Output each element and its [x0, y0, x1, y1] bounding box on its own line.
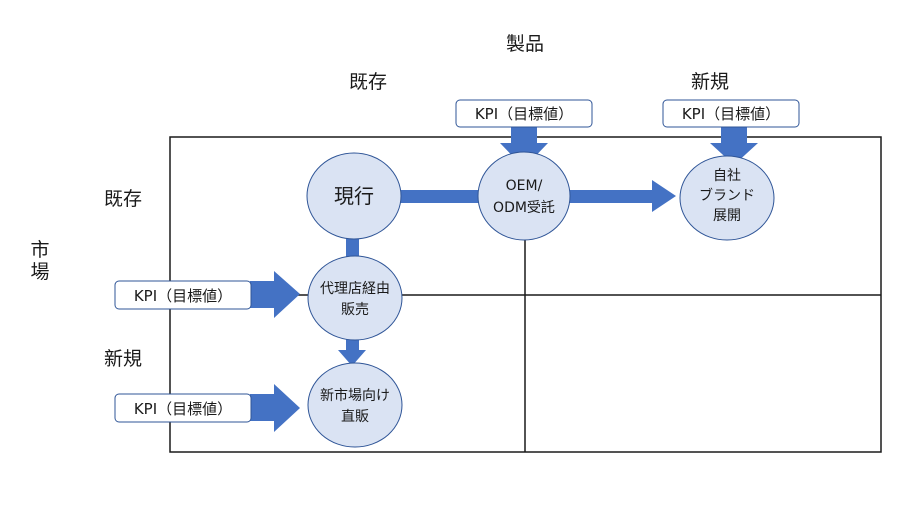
kpi-label-agency: KPI（目標値） — [134, 287, 232, 305]
node-direct[interactable]: 新市場向け 直販 — [307, 362, 403, 448]
kpi-box-direct[interactable]: KPI（目標値） — [114, 393, 252, 423]
node-agency-line1: 代理店経由 — [320, 281, 390, 297]
arrow-kpi-agency — [250, 271, 300, 318]
connector-current-agency — [346, 236, 359, 262]
node-direct-line2: 直販 — [341, 408, 369, 425]
node-brand[interactable]: 自社 ブランド 展開 — [679, 155, 775, 241]
arrow-agency-to-direct — [338, 336, 366, 366]
kpi-label-brand: KPI（目標値） — [682, 105, 780, 123]
node-oem-line2: ODM受託 — [493, 200, 555, 216]
node-brand-line1: 自社 — [713, 168, 741, 184]
axis-product-new: 新規 — [691, 71, 729, 93]
node-current-label: 現行 — [334, 184, 374, 208]
node-current[interactable]: 現行 — [306, 152, 402, 240]
kpi-label-direct: KPI（目標値） — [134, 400, 232, 418]
node-oem[interactable]: OEM/ ODM受託 — [477, 151, 571, 241]
node-agency[interactable]: 代理店経由 販売 — [307, 255, 403, 341]
arrow-oem-to-brand — [562, 180, 676, 212]
axis-market-new: 新規 — [104, 348, 142, 370]
kpi-box-agency[interactable]: KPI（目標値） — [114, 280, 252, 310]
node-oem-line1: OEM/ — [506, 178, 543, 194]
connector-current-oem — [400, 190, 480, 203]
axis-market-existing: 既存 — [104, 188, 142, 210]
node-agency-line2: 販売 — [341, 302, 369, 318]
connectors — [250, 127, 758, 432]
kpi-label-oem: KPI（目標値） — [475, 105, 573, 123]
axis-market-title-1: 市 — [30, 239, 49, 261]
arrow-kpi-direct — [250, 384, 300, 432]
arrow-kpi-brand — [710, 127, 758, 165]
arrow-kpi-oem — [500, 127, 548, 168]
axis-market-title-2: 場 — [30, 261, 49, 283]
axis-product-existing: 既存 — [349, 71, 387, 93]
axis-product-title: 製品 — [506, 33, 544, 55]
kpi-box-brand[interactable]: KPI（目標値） — [662, 99, 800, 128]
kpi-box-oem[interactable]: KPI（目標値） — [455, 99, 593, 128]
node-brand-line2: ブランド — [699, 187, 755, 204]
node-direct-line1: 新市場向け — [320, 387, 390, 404]
node-brand-line3: 展開 — [713, 208, 741, 224]
